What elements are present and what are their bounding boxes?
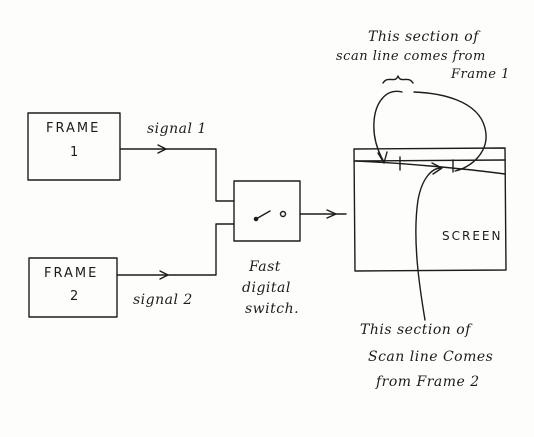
top-pointer-arrow-icon (377, 151, 388, 164)
signal1-arrow-icon (157, 144, 167, 154)
signal1-label: signal 1 (147, 121, 207, 137)
bottom-pointer-arrow-icon (431, 162, 443, 175)
bottom-note-line3: from Frame 2 (376, 374, 480, 390)
screen-label: SCREEN (442, 229, 503, 243)
frame1-number: 1 (70, 145, 81, 160)
switch-label-line2: digital (242, 280, 291, 296)
switch-box (233, 180, 301, 242)
bottom-note-line1: This section of (360, 322, 471, 338)
frame2-number: 2 (70, 289, 81, 304)
top-loop (413, 91, 487, 172)
output-arrow-icon (326, 209, 337, 219)
bottom-note-line2: Scan line Comes (368, 349, 494, 365)
switch-blade (255, 210, 271, 220)
switch-contact (279, 210, 287, 218)
switch-label-line1: Fast (249, 259, 281, 275)
bottom-pointer (415, 167, 442, 321)
screen-inner-line (353, 159, 506, 162)
frame2-title: FRAME (44, 266, 99, 281)
signal2-arrow-icon (159, 270, 169, 280)
signal1-wire (119, 148, 235, 202)
top-note-line3: Frame 1 (451, 67, 510, 82)
top-note-line1: This section of (368, 29, 479, 45)
signal2-label: signal 2 (133, 292, 193, 308)
signal2-wire (116, 223, 235, 276)
frame1-title: FRAME (46, 121, 101, 136)
screen-box (353, 147, 507, 272)
top-note-line2: scan line comes from (336, 49, 486, 64)
brace (382, 75, 414, 84)
frame1-box (27, 112, 121, 181)
top-pointer (373, 90, 403, 163)
scan-line (355, 160, 506, 175)
switch-label-line3: switch. (245, 301, 300, 317)
frame2-box (28, 257, 118, 318)
